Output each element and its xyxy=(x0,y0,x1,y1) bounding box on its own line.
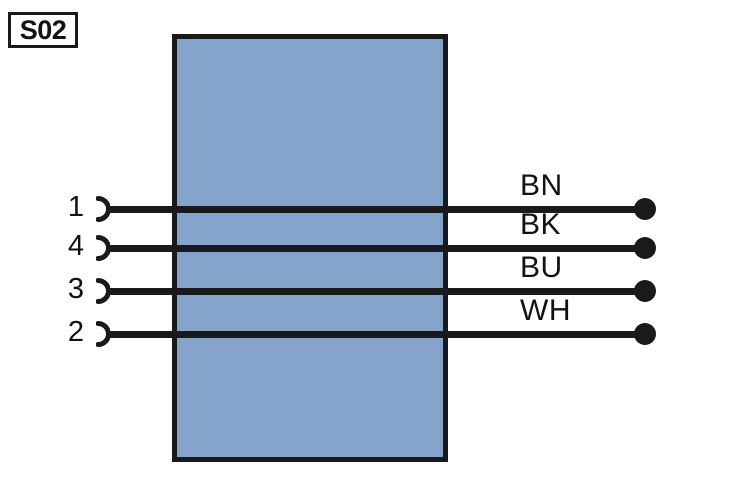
arc-connector-icon xyxy=(95,278,111,304)
terminal-dot-icon xyxy=(634,237,656,259)
diagram-tag-label: S02 xyxy=(19,14,67,45)
diagram-tag-box: S02 xyxy=(8,12,78,48)
pin-number: 2 xyxy=(67,316,84,348)
terminal-dot-icon xyxy=(634,280,656,302)
wire-color-label: BN xyxy=(520,169,563,202)
pin-number: 3 xyxy=(67,273,84,305)
pin-number: 1 xyxy=(67,191,84,223)
arc-connector-icon xyxy=(95,196,111,222)
wire-line xyxy=(110,288,646,295)
pin-number: 4 xyxy=(67,230,84,262)
wire-color-label: BK xyxy=(520,208,562,241)
wire-line xyxy=(110,245,646,252)
arc-connector-icon xyxy=(95,235,111,261)
wire-color-label: BU xyxy=(520,251,563,284)
wire-line xyxy=(110,331,646,338)
terminal-dot-icon xyxy=(634,323,656,345)
arc-connector-icon xyxy=(95,321,111,347)
terminal-dot-icon xyxy=(634,198,656,220)
wire-line xyxy=(110,206,646,213)
wire-color-label: WH xyxy=(520,294,571,327)
